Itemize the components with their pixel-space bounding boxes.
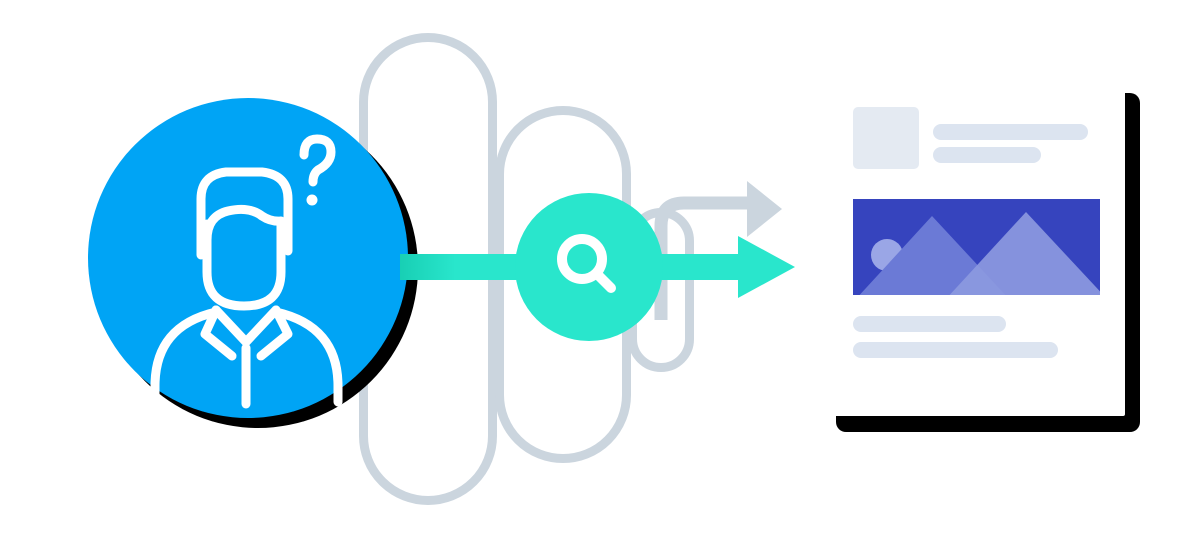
search-magnifier-badge[interactable] (515, 193, 663, 341)
doc-body-line-2 (853, 342, 1058, 358)
doc-body-line-1 (853, 316, 1006, 332)
shoulders (150, 307, 221, 407)
shoulders-right (271, 307, 343, 407)
result-document-card[interactable] (823, 80, 1140, 432)
doc-image-placeholder (853, 199, 1100, 295)
question-mark-icon (299, 134, 336, 206)
confused-user-avatar (88, 98, 418, 428)
search-icon (557, 234, 616, 293)
doc-title-line (933, 124, 1088, 140)
person-icon (150, 167, 343, 409)
gray-return-arrow-icon (654, 181, 782, 320)
search-badge-circle[interactable] (515, 193, 663, 341)
doc-avatar-placeholder (853, 107, 919, 169)
hair-fringe (202, 204, 286, 248)
hair-outline (196, 167, 293, 260)
collar-right-flap (256, 305, 293, 361)
face-outline (202, 219, 286, 311)
doc-subtitle-line (933, 147, 1041, 163)
collar-left-flap (200, 305, 237, 361)
doc-image-mountain-right (949, 212, 1100, 295)
shirt-collar (211, 305, 281, 347)
